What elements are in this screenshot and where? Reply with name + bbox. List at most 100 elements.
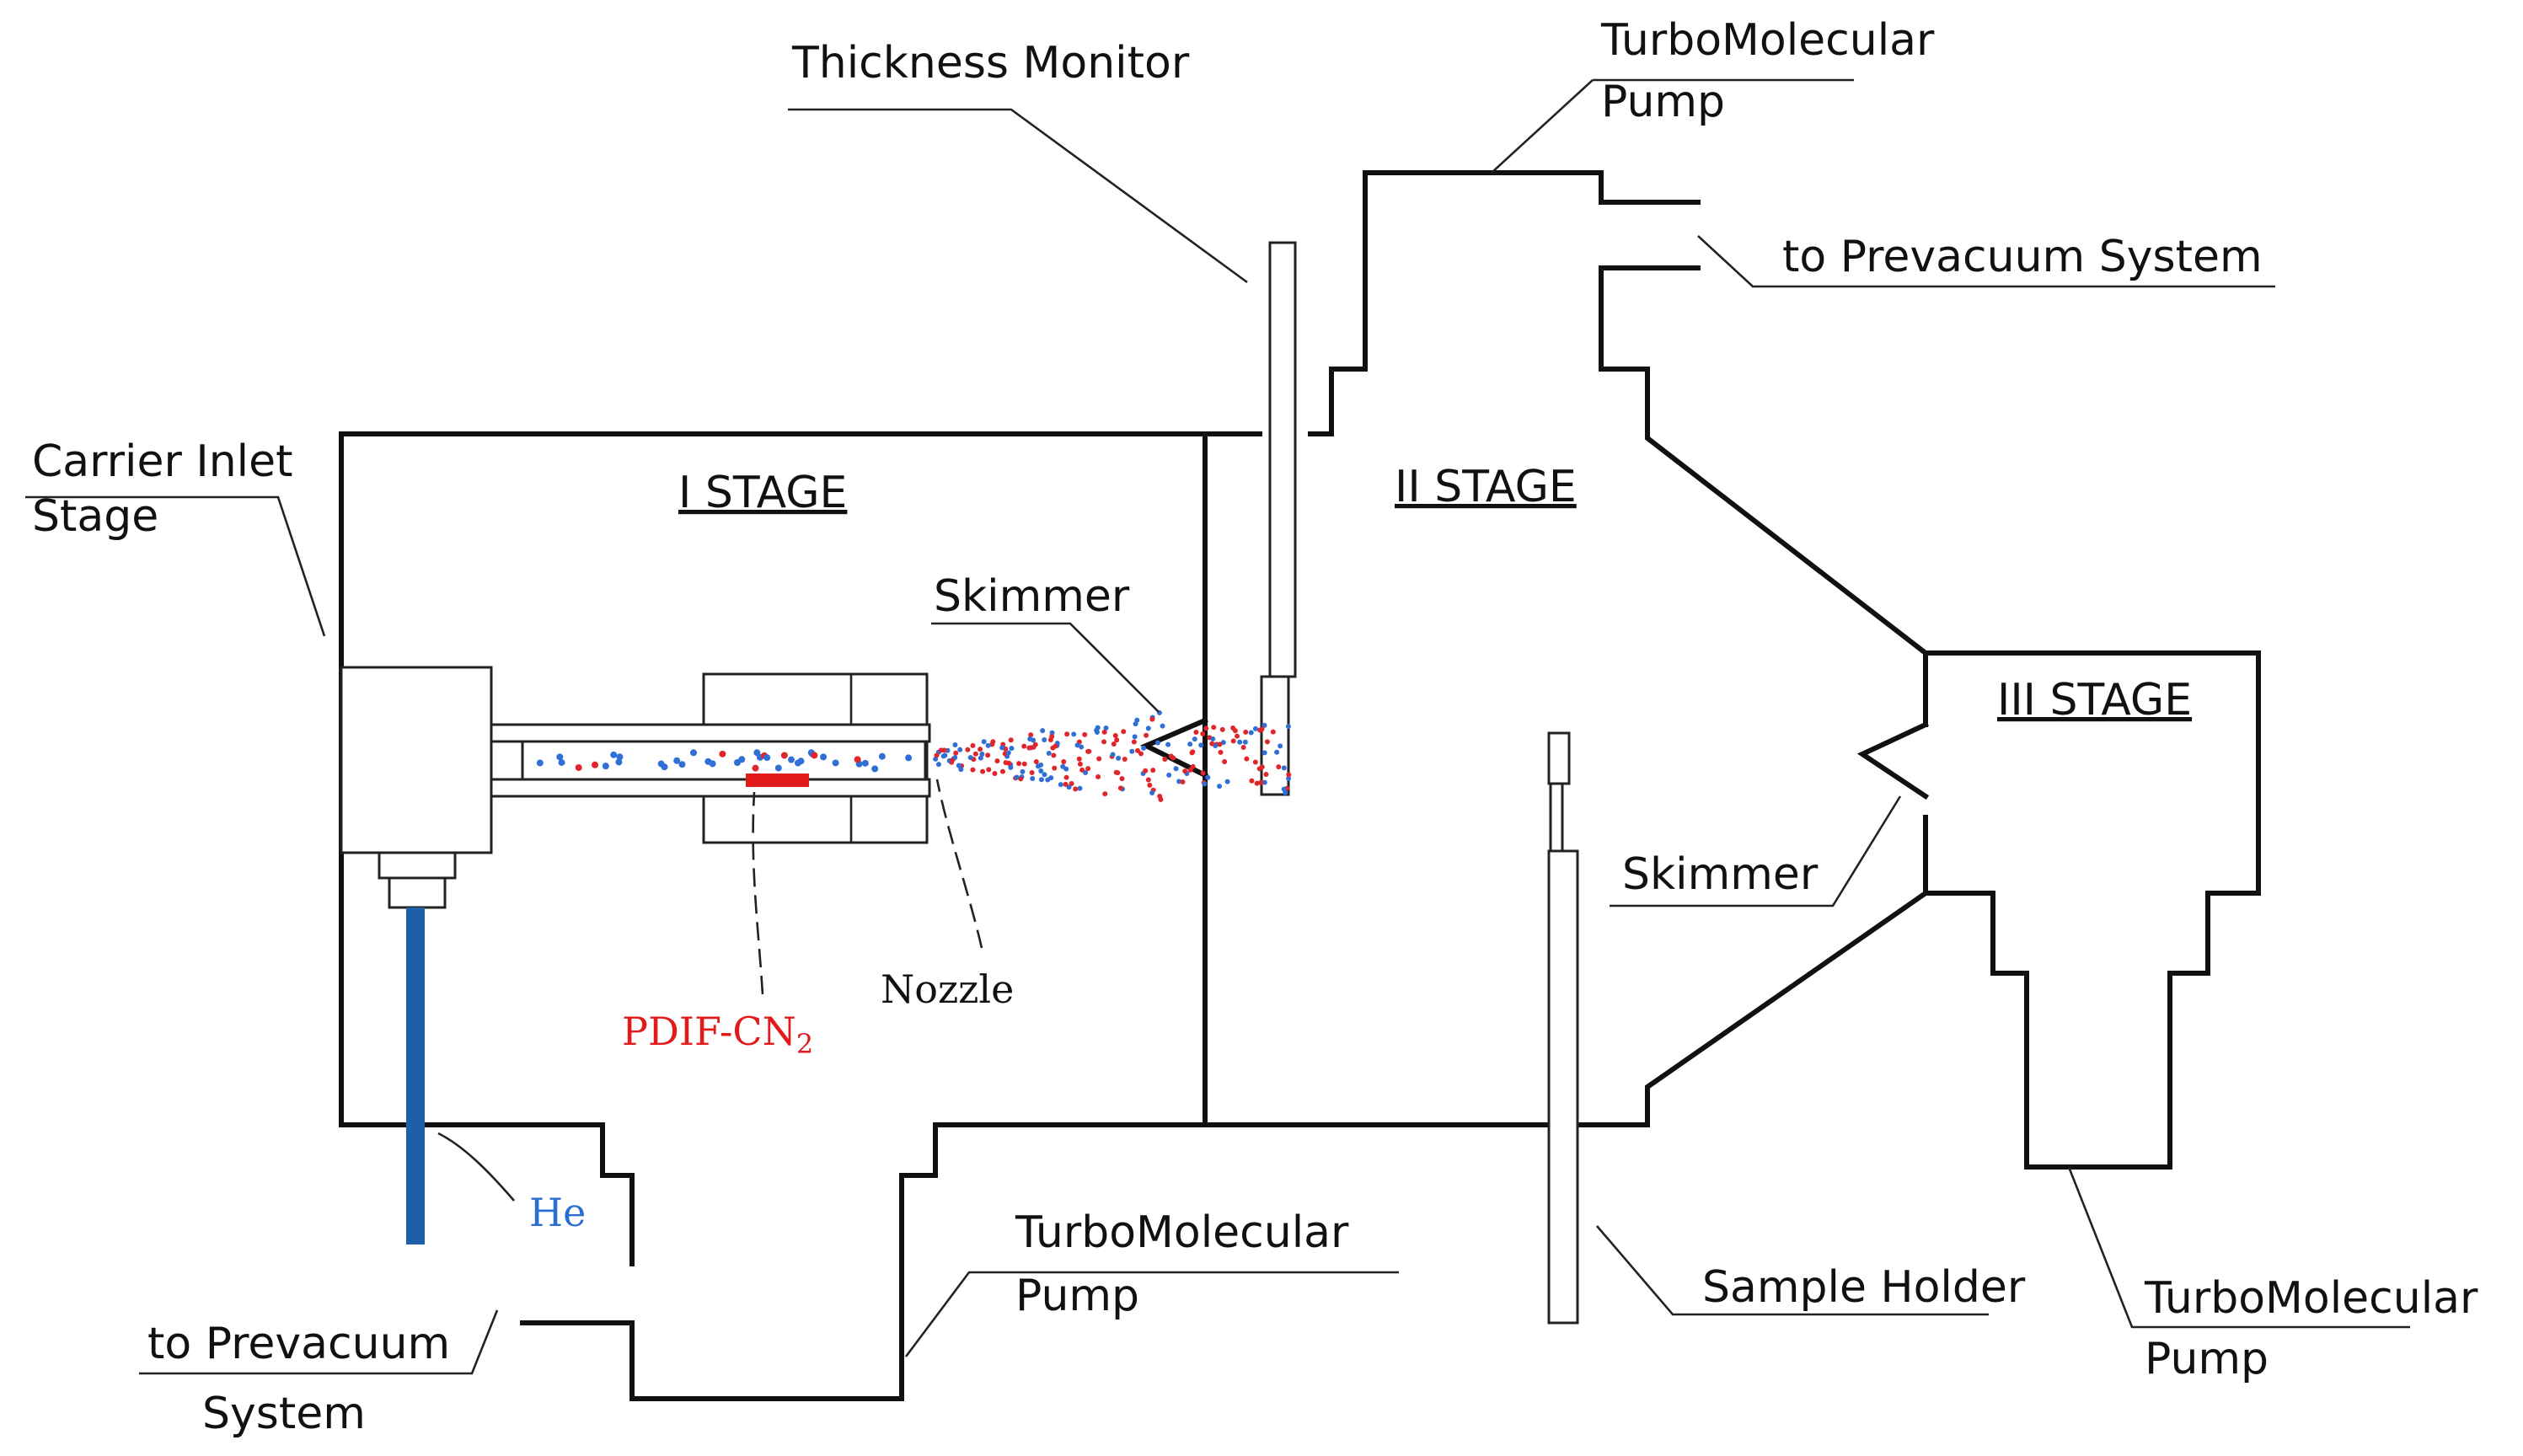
- beam-particle: [615, 758, 623, 766]
- beam-particle: [1003, 760, 1009, 766]
- beam-particle: [1122, 757, 1128, 763]
- beam-particle: [1173, 766, 1179, 772]
- beam-particle: [678, 761, 686, 768]
- beam-particle: [967, 755, 973, 761]
- beam-particle: [1116, 755, 1122, 761]
- beam-particle: [1278, 743, 1283, 749]
- beam-particle: [1192, 736, 1197, 742]
- beam-particle: [905, 754, 913, 762]
- beam-particle: [1252, 725, 1258, 731]
- label-turbo-top-2: Pump: [1601, 77, 1725, 127]
- beam-particle: [1112, 732, 1118, 738]
- beam-particle: [780, 752, 788, 759]
- labels: Thickness Monitor TurboMolecular Pump to…: [32, 15, 2478, 1439]
- leader-lines: [25, 78, 2410, 1375]
- beam-particle: [832, 759, 839, 767]
- beam-particle: [1283, 790, 1288, 795]
- beam-particle: [1063, 774, 1069, 780]
- beam-particle: [949, 757, 955, 763]
- beam-particle: [689, 749, 697, 757]
- beam-particle: [797, 757, 805, 765]
- beam-particle: [1259, 764, 1265, 770]
- beam-particle: [1029, 769, 1035, 775]
- beam-particle: [1047, 737, 1053, 743]
- beam-particle: [981, 739, 987, 745]
- label-turbo-right-2: Pump: [2145, 1334, 2269, 1384]
- beam-particle: [1008, 764, 1014, 770]
- beam-particle: [1154, 740, 1160, 746]
- carrier-inlet-assembly: [340, 666, 931, 1245]
- beam-particle: [1224, 779, 1230, 784]
- beam-particle: [1217, 741, 1223, 747]
- helium-pipe: [406, 907, 425, 1245]
- beam-particle: [1149, 790, 1155, 795]
- beam-particle: [1157, 793, 1163, 799]
- beam-particle: [1286, 772, 1292, 778]
- beam-particle: [1069, 780, 1074, 786]
- beam-particle: [1061, 759, 1067, 765]
- beam-particle: [986, 767, 992, 773]
- beam-particle: [1162, 757, 1168, 763]
- beam-particle: [1026, 745, 1032, 751]
- beam-particle: [1144, 732, 1149, 738]
- beam-particle: [1028, 732, 1034, 738]
- beam-particle: [1240, 744, 1246, 750]
- beam-particle: [1203, 725, 1209, 731]
- beam-particle: [1145, 777, 1151, 783]
- beam-particle: [1101, 739, 1107, 745]
- beam-particle: [861, 759, 869, 767]
- beam-particle: [1052, 765, 1058, 771]
- beam-particle: [1138, 751, 1144, 757]
- beam-particle: [1082, 731, 1088, 737]
- beam-particle: [854, 756, 861, 763]
- beam-particle: [1060, 763, 1066, 769]
- beam-particle: [1244, 756, 1250, 762]
- label-turbo-top-1: TurboMolecular: [1600, 15, 1935, 66]
- beam-particle: [734, 759, 742, 767]
- beam-particle: [1129, 748, 1135, 754]
- beam-particle: [1119, 776, 1125, 782]
- beam-particle: [1160, 723, 1165, 729]
- beam-particle: [811, 752, 818, 759]
- beam-particle: [1048, 775, 1054, 781]
- beam-particle: [1235, 733, 1240, 739]
- beam-particle: [1042, 772, 1047, 778]
- beam-particle: [1262, 750, 1267, 756]
- beam-particle: [1094, 729, 1100, 735]
- beam-particle: [1111, 741, 1117, 747]
- beam-particle: [1243, 729, 1249, 735]
- label-carrier-inlet-2: Stage: [32, 491, 158, 542]
- beam-particle: [1147, 782, 1153, 788]
- beam-particle: [952, 742, 958, 748]
- beam-particle: [1249, 778, 1255, 784]
- beam-particle: [957, 747, 963, 752]
- beam-particle: [1021, 743, 1027, 749]
- beam-particle: [558, 758, 565, 766]
- beam-particle: [1063, 781, 1069, 787]
- beam-particle: [1190, 763, 1196, 769]
- label-nozzle: Nozzle: [881, 966, 1014, 1012]
- beam-particle: [1018, 776, 1024, 782]
- beam-particle: [1101, 729, 1107, 735]
- beam-particle: [1114, 737, 1120, 743]
- beam-particle: [719, 750, 726, 757]
- beam-particle: [934, 752, 940, 758]
- beam-particle: [753, 749, 761, 757]
- beam-particle: [1259, 726, 1265, 732]
- beam-particle: [1053, 743, 1058, 749]
- beam-particle: [1042, 737, 1047, 743]
- beam-particle: [1103, 725, 1109, 731]
- beam-particle: [1030, 776, 1036, 782]
- beam-particle: [1237, 739, 1243, 745]
- beam-particle: [1211, 725, 1217, 731]
- beam-particle: [1264, 739, 1270, 745]
- beam-particle: [1187, 741, 1193, 747]
- beam-particle: [1200, 731, 1206, 736]
- beam-particle: [1218, 749, 1224, 755]
- beam-particle: [556, 753, 564, 761]
- beam-particle: [970, 742, 976, 748]
- beam-particle: [1031, 744, 1037, 750]
- beam-particle: [1079, 744, 1085, 750]
- beam-particle: [661, 763, 668, 771]
- beam-particle: [990, 739, 996, 745]
